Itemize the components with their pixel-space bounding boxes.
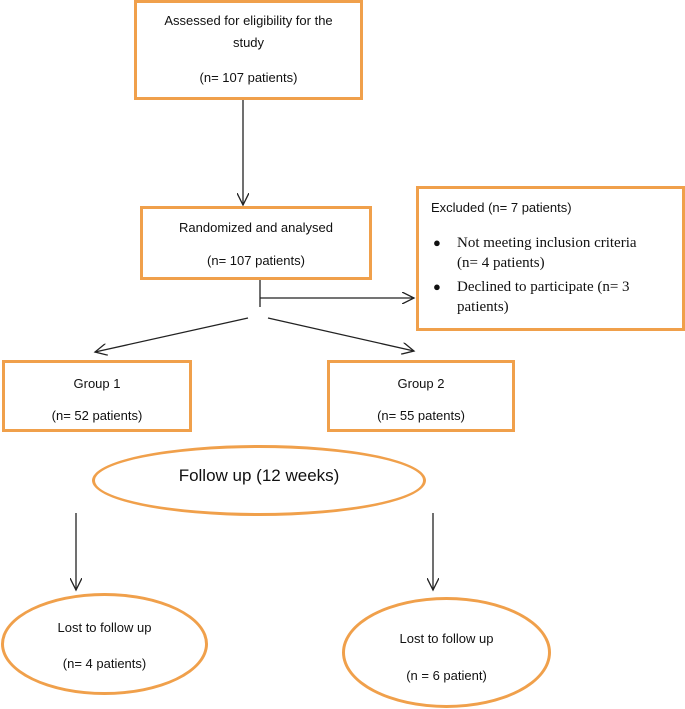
followup-title: Follow up (12 weeks) (178, 466, 340, 485)
eligibility-count: (n= 107 patients) (199, 70, 298, 85)
bullet-icon: ● (433, 279, 441, 294)
group1-title: Group 1 (73, 376, 121, 391)
excluded-box: Excluded (n= 7 patients) ● Not meeting i… (416, 186, 685, 331)
lost1-count: (n= 4 patients) (62, 656, 147, 671)
eligibility-line1: Assessed for eligibility for the (164, 13, 333, 28)
group2-title: Group 2 (397, 376, 445, 391)
bullet-icon: ● (433, 235, 441, 250)
excluded-item-line1: Not meeting inclusion criteria (457, 235, 637, 251)
lost1-title: Lost to follow up (57, 620, 152, 635)
lost2-count: (n = 6 patient) (406, 668, 487, 683)
randomized-count: (n= 107 patients) (207, 253, 305, 268)
excluded-item: ● Not meeting inclusion criteria (n= 4 p… (429, 233, 672, 273)
randomized-title: Randomized and analysed (179, 220, 333, 235)
arrow-to-group1 (95, 317, 249, 352)
group2-box: Group 2 (n= 55 patents) (327, 360, 515, 432)
excluded-item-line1: Declined to participate (n= 3 (457, 279, 630, 295)
excluded-title: Excluded (n= 7 patients) (431, 200, 572, 215)
group1-count: (n= 52 patients) (51, 408, 143, 423)
arrow-to-group2 (267, 317, 414, 351)
eligibility-box: Assessed for eligibility for the study (… (134, 0, 363, 100)
excluded-item: ● Declined to participate (n= 3 patients… (429, 277, 672, 317)
lost2-ellipse: Lost to follow up (n = 6 patient) (342, 597, 551, 708)
excluded-item-line2: patients) (457, 299, 509, 315)
excluded-item-line2: (n= 4 patients) (457, 255, 545, 271)
lost1-ellipse: Lost to follow up (n= 4 patients) (1, 593, 208, 695)
excluded-list: ● Not meeting inclusion criteria (n= 4 p… (429, 233, 672, 321)
lost2-title: Lost to follow up (399, 631, 494, 646)
randomized-box: Randomized and analysed (n= 107 patients… (140, 206, 372, 280)
followup-ellipse: Follow up (12 weeks) (92, 445, 426, 516)
group1-box: Group 1 (n= 52 patients) (2, 360, 192, 432)
eligibility-line2: study (232, 35, 265, 50)
group2-count: (n= 55 patents) (377, 408, 465, 423)
